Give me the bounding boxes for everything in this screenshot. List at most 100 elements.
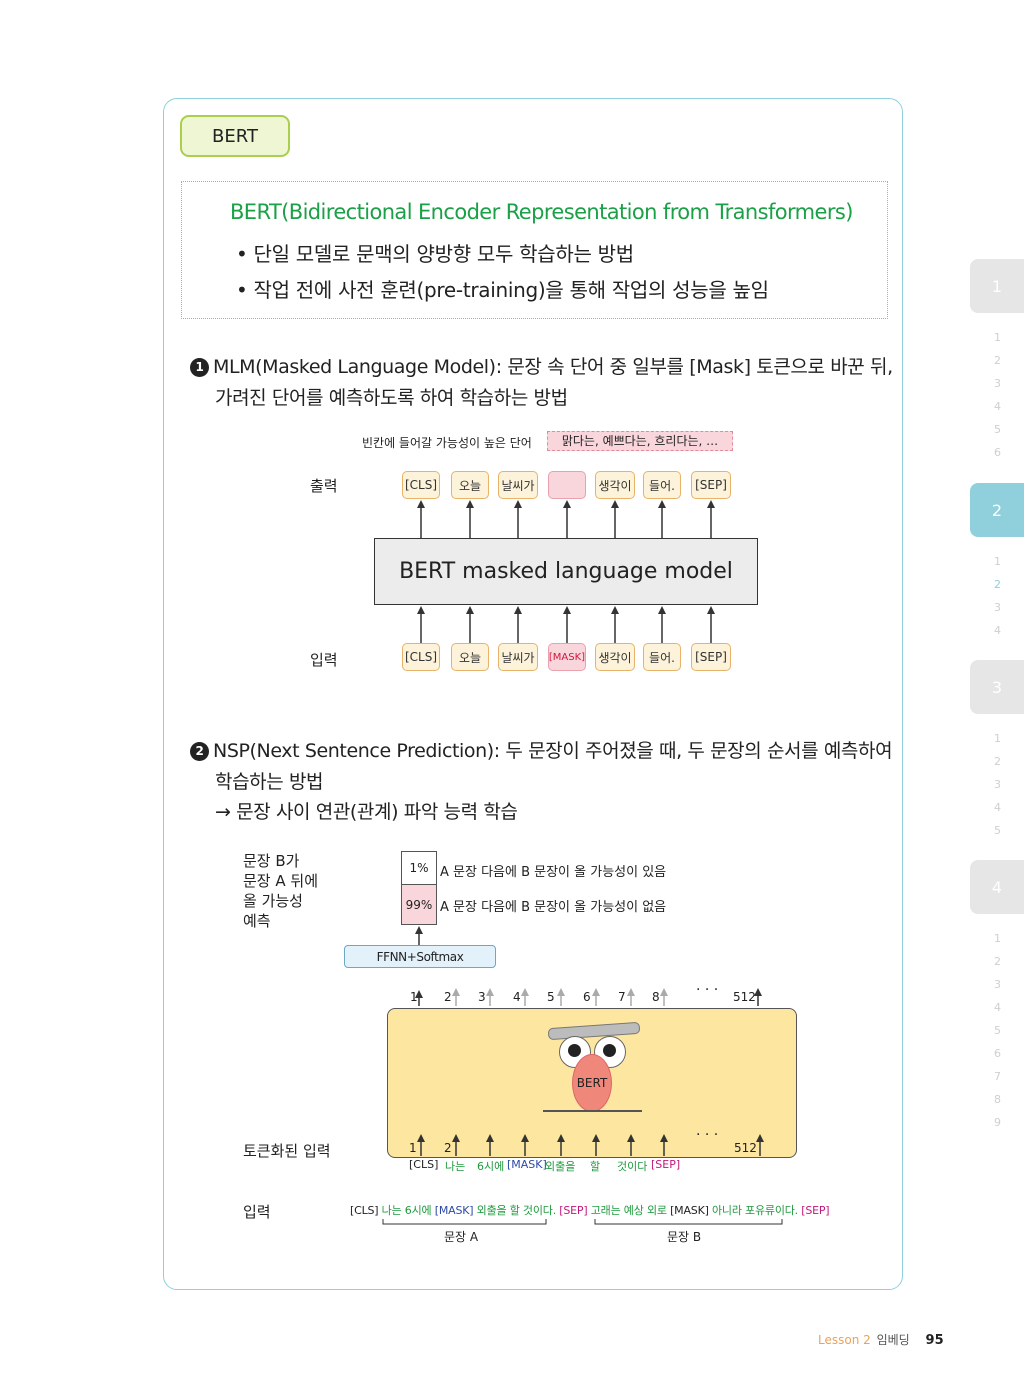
tokenized-token: 6시에: [477, 1160, 505, 1173]
page-footer: Lesson 2 임베딩 95: [818, 1331, 944, 1348]
segment-a1: 나는 6시에: [381, 1204, 432, 1217]
sentence-a-label: 문장 A: [444, 1230, 479, 1244]
segment-sep-1: [SEP]: [559, 1204, 588, 1217]
position-number: 512: [733, 990, 756, 1004]
position-number: 6: [583, 990, 591, 1004]
token-up-arrow-head: [417, 1134, 425, 1142]
tokenized-token: 나는: [445, 1160, 466, 1173]
mlm-output-arrow-head: [417, 500, 425, 508]
sentence-a-bracket: [382, 1219, 547, 1225]
prob-yes-text: A 문장 다음에 B 문장이 올 가능성이 있음: [440, 865, 667, 880]
chapter-subsection[interactable]: 8: [994, 1093, 1001, 1106]
mlm-line-2: 가려진 단어를 예측하도록 하여 학습하는 방법: [215, 387, 568, 409]
chapter-subsection[interactable]: 5: [994, 423, 1001, 436]
chapter-tab-1[interactable]: 1: [970, 259, 1024, 313]
mlm-hint-words: 맑다는, 예쁘다는, 흐리다는, …: [547, 431, 733, 451]
chapter-subsection[interactable]: 3: [994, 601, 1001, 614]
chapter-subsection[interactable]: 5: [994, 1024, 1001, 1037]
mlm-output-arrow-head: [611, 500, 619, 508]
number-badge-2: 2: [190, 742, 209, 761]
chapter-subsection[interactable]: 7: [994, 1070, 1001, 1083]
chapter-subsection[interactable]: 9: [994, 1116, 1001, 1129]
mlm-input-label: 입력: [310, 651, 338, 669]
ellipsis-bottom: · · ·: [696, 1127, 719, 1143]
chapter-subsection[interactable]: 3: [994, 978, 1001, 991]
chapter-subsection[interactable]: 5: [994, 824, 1001, 837]
mlm-output-label: 출력: [310, 477, 338, 495]
chapter-subsection[interactable]: 2: [994, 578, 1001, 591]
tokenized-token: 것이다: [617, 1160, 648, 1173]
token-up-arrow-head: [486, 1134, 494, 1142]
chapter-subsection[interactable]: 1: [994, 555, 1001, 568]
mlm-input-token: 생각이: [595, 643, 635, 671]
mlm-hint-label: 빈칸에 들어갈 가능성이 높은 단어: [362, 436, 532, 450]
pos-bottom-512: 512: [734, 1141, 757, 1155]
chapter-subsection[interactable]: 2: [994, 955, 1001, 968]
chapter-subsection[interactable]: 3: [994, 778, 1001, 791]
mlm-output-token: [548, 471, 586, 499]
chapter-subsection[interactable]: 4: [994, 801, 1001, 814]
chapter-subsection[interactable]: 1: [994, 732, 1001, 745]
segment-mask-b: [MASK]: [670, 1204, 709, 1217]
position-number: 8: [652, 990, 660, 1004]
mlm-input-arrow-head: [563, 606, 571, 614]
ffnn-softmax-box: FFNN+Softmax: [344, 945, 496, 968]
chapter-subsection[interactable]: 1: [994, 331, 1001, 344]
chapter-subsection[interactable]: 2: [994, 755, 1001, 768]
segment-sep-2: [SEP]: [801, 1204, 830, 1217]
mlm-input-arrow-head: [466, 606, 474, 614]
left-pupil-icon: [568, 1044, 581, 1057]
mlm-output-token: 생각이: [595, 471, 635, 499]
mlm-input-token: [MASK]: [548, 643, 586, 671]
token-up-arrow-head: [521, 1134, 529, 1142]
nsp-line-2: 학습하는 방법: [215, 771, 324, 793]
side-label-line: 문장 A 뒤에: [243, 872, 318, 890]
tokenized-token: 외출을: [545, 1160, 576, 1173]
prob-no-cell: 99%: [401, 885, 437, 925]
chapter-subsection[interactable]: 4: [994, 624, 1001, 637]
segment-b1: 고래는 예상 외로: [590, 1204, 667, 1217]
tokenized-token: [MASK]: [507, 1158, 547, 1171]
mlm-input-token: 오늘: [451, 643, 489, 671]
definition-box: [181, 181, 888, 319]
mlm-input-token: 들어.: [643, 643, 681, 671]
ellipsis-top: · · ·: [696, 982, 719, 998]
mlm-input-arrow-head: [417, 606, 425, 614]
chapter-subsection[interactable]: 1: [994, 932, 1001, 945]
side-label-line: 올 가능성: [243, 892, 303, 910]
mlm-output-token: [SEP]: [691, 471, 731, 499]
position-number: 1: [410, 990, 418, 1004]
chapter-subsection[interactable]: 3: [994, 377, 1001, 390]
token-up-arrow-head: [452, 1134, 460, 1142]
position-number: 4: [513, 990, 521, 1004]
nsp-line-1: NSP(Next Sentence Prediction): 두 문장이 주어졌…: [213, 740, 893, 762]
position-up-arrow-head: [627, 988, 635, 996]
chapter-subsection[interactable]: 4: [994, 400, 1001, 413]
mlm-output-arrow-head: [658, 500, 666, 508]
position-up-arrow-head: [660, 988, 668, 996]
chapter-tab-4[interactable]: 4: [970, 860, 1024, 914]
chapter-subsection[interactable]: 4: [994, 1001, 1001, 1014]
nsp-input-sentence: [CLS] 나는 6시에 [MASK] 외출을 할 것이다. [SEP] 고래는…: [350, 1202, 830, 1218]
chapter-subsection[interactable]: 6: [994, 446, 1001, 459]
prob-yes-cell: 1%: [401, 851, 437, 885]
mlm-output-token: 날씨가: [498, 471, 538, 499]
chapter-subsection[interactable]: 2: [994, 354, 1001, 367]
definition-bullet-2: • 작업 전에 사전 훈련(pre-training)을 통해 작업의 성능을 …: [236, 278, 769, 302]
sentence-b-bracket: [594, 1219, 783, 1225]
position-up-arrow-head: [452, 988, 460, 996]
mlm-input-arrow-head: [707, 606, 715, 614]
ffnn-up-arrow-head: [415, 926, 423, 934]
token-up-arrow-head: [557, 1134, 565, 1142]
chapter-tab-3[interactable]: 3: [970, 660, 1024, 714]
mlm-output-token: 들어.: [643, 471, 681, 499]
mlm-line-1: MLM(Masked Language Model): 문장 속 단어 중 일부…: [213, 356, 893, 378]
mlm-input-token: 날씨가: [498, 643, 538, 671]
tokenized-token: 할: [590, 1160, 601, 1173]
chapter-subsection[interactable]: 6: [994, 1047, 1001, 1060]
mlm-input-token: [SEP]: [691, 643, 731, 671]
position-up-arrow-head: [592, 988, 600, 996]
mlm-output-token: [CLS]: [402, 471, 440, 499]
position-up-arrow-head: [521, 988, 529, 996]
chapter-tab-2[interactable]: 2: [970, 483, 1024, 537]
